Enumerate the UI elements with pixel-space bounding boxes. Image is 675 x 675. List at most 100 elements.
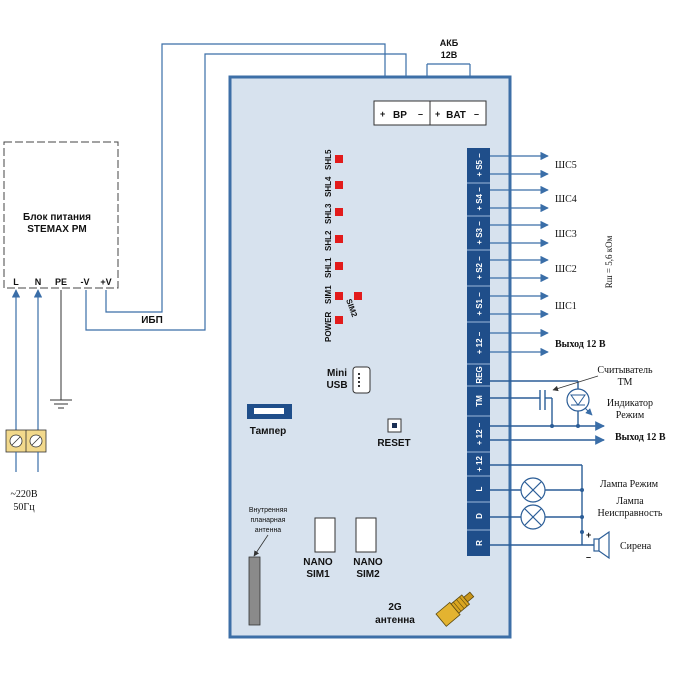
output-12v-a: Выход 12 В <box>555 339 606 350</box>
loop-shs2: ШС2 <box>555 264 577 275</box>
led-shl1 <box>335 262 343 270</box>
reader-wiring <box>490 380 605 445</box>
led-sim2 <box>354 292 362 300</box>
terminal-s2: + S2 – <box>475 256 484 280</box>
led-shl5 <box>335 155 343 163</box>
loop-shs4: ШС4 <box>555 194 577 205</box>
lamp-fault-label-line1: Лампа <box>616 496 644 507</box>
led-shl4 <box>335 181 343 189</box>
mains-terminal-block <box>5 429 47 472</box>
loop-shs1: ШС1 <box>555 301 577 312</box>
terminal-reg: REG <box>475 366 484 383</box>
internal-antenna-label-line1: Внутренняя <box>249 507 288 514</box>
ibp-label: ИБП <box>141 315 163 326</box>
reader-pointer <box>552 375 599 392</box>
led-power <box>335 316 343 324</box>
mains-voltage: ~220В <box>10 489 37 500</box>
indicator-label-line2: Режим <box>616 410 645 421</box>
mini-usb-port <box>352 366 371 394</box>
reset-button <box>387 418 402 433</box>
sim1-label-line2: SIM1 <box>306 569 330 580</box>
psu-pin-n: N <box>35 277 42 287</box>
output-12v-b: Выход 12 В <box>615 432 666 443</box>
led-label-power: POWER <box>324 312 333 342</box>
terminal-s5: + S5 – <box>475 153 484 177</box>
sim2-label-line2: SIM2 <box>356 569 380 580</box>
psu-pin-l: L <box>13 277 19 287</box>
sim2-slot <box>355 517 377 553</box>
tamper-switch <box>247 404 292 419</box>
tamper-label: Тампер <box>250 426 287 437</box>
terminal-tm: TM <box>475 395 484 407</box>
loop-shs5: ШС5 <box>555 160 577 171</box>
psu-title-line2: STEMAX PM <box>27 224 86 235</box>
led-column: SHL5 SHL4 SHL3 SHL2 SHL1 SIM1 SIM2 POWER <box>324 149 362 342</box>
mini-usb-label-line2: USB <box>326 380 347 391</box>
indicator-led-icon <box>566 388 593 416</box>
indicator-label-line1: Индикатор <box>607 398 653 409</box>
mini-usb-label-line1: Mini <box>327 368 347 379</box>
led-label-shl3: SHL3 <box>324 203 333 224</box>
psu-block: Блок питания STEMAX PM L N PE -V +V <box>3 141 119 289</box>
loop-shs3: ШС3 <box>555 229 577 240</box>
reader-label-line2: ТМ <box>618 377 633 388</box>
terminal-s3: + S3 – <box>475 221 484 245</box>
lamp-wiring <box>490 464 594 546</box>
led-sim1 <box>335 292 343 300</box>
terminal-l: L <box>475 486 484 491</box>
reader-label-line1: Считыватель <box>597 365 653 376</box>
siren-label: Сирена <box>620 541 652 552</box>
terminal-12b: + 12 – <box>475 422 484 445</box>
power-terminal-bp: + BP – <box>373 100 431 126</box>
sim1-slot <box>314 517 336 553</box>
battery-label-line1: АКБ <box>440 38 459 48</box>
bp-plus: + <box>380 109 385 119</box>
siren-icon <box>593 530 610 560</box>
battery-label-line2: 12В <box>441 50 458 60</box>
terminal-separators <box>467 182 490 531</box>
psu-output-wiring <box>85 43 411 331</box>
bp-label: BP <box>393 110 407 121</box>
terminal-12a: + 12 – <box>475 331 484 354</box>
sim1-label-line1: NANO <box>303 557 333 568</box>
psu-pin-pe: PE <box>55 277 67 287</box>
terminal-s1: + S1 – <box>475 292 484 316</box>
lamp-fault-label-line2: Неисправность <box>598 508 663 519</box>
bat-label: BAT <box>446 110 466 121</box>
lamp-fault-icon <box>520 504 546 530</box>
terminal-r: R <box>475 540 484 546</box>
power-terminal-bat: + BAT – <box>429 100 487 126</box>
bat-minus: – <box>474 109 479 119</box>
psu-pin-plus: +V <box>100 277 111 287</box>
internal-antenna-label-line2: планарная <box>251 517 286 524</box>
reset-label: RESET <box>377 438 410 449</box>
mains-wiring <box>11 289 72 430</box>
led-label-shl4: SHL4 <box>324 176 333 197</box>
terminal-labels: + S5 – + S4 – + S3 – + S2 – + S1 – + 12 … <box>475 153 484 546</box>
led-label-shl5: SHL5 <box>324 149 333 170</box>
terminal-d: D <box>475 513 484 519</box>
led-shl3 <box>335 208 343 216</box>
antenna-2g-label-line1: 2G <box>388 602 402 613</box>
internal-antenna-label-line3: антенна <box>255 527 282 534</box>
mains-frequency: 50Гц <box>13 502 35 513</box>
antenna-2g-connector <box>435 591 475 627</box>
sim2-label-line1: NANO <box>353 557 383 568</box>
lamp-mode-label: Лампа Режим <box>600 479 659 490</box>
bat-plus: + <box>435 109 440 119</box>
antenna-2g-label-line2: антенна <box>375 615 415 626</box>
loop-resistor-value: Rш = 5,6 кОм <box>604 235 614 288</box>
led-label-shl1: SHL1 <box>324 257 333 278</box>
loop-wiring <box>490 151 549 357</box>
lamp-mode-icon <box>520 477 546 503</box>
led-shl2 <box>335 235 343 243</box>
internal-antenna <box>248 556 261 626</box>
led-label-sim1: SIM1 <box>324 285 333 304</box>
led-label-shl2: SHL2 <box>324 230 333 251</box>
bp-minus: – <box>418 109 423 119</box>
terminal-12c: + 12 <box>475 456 484 472</box>
psu-pin-minus: -V <box>81 277 90 287</box>
siren-plus: + <box>586 530 591 540</box>
